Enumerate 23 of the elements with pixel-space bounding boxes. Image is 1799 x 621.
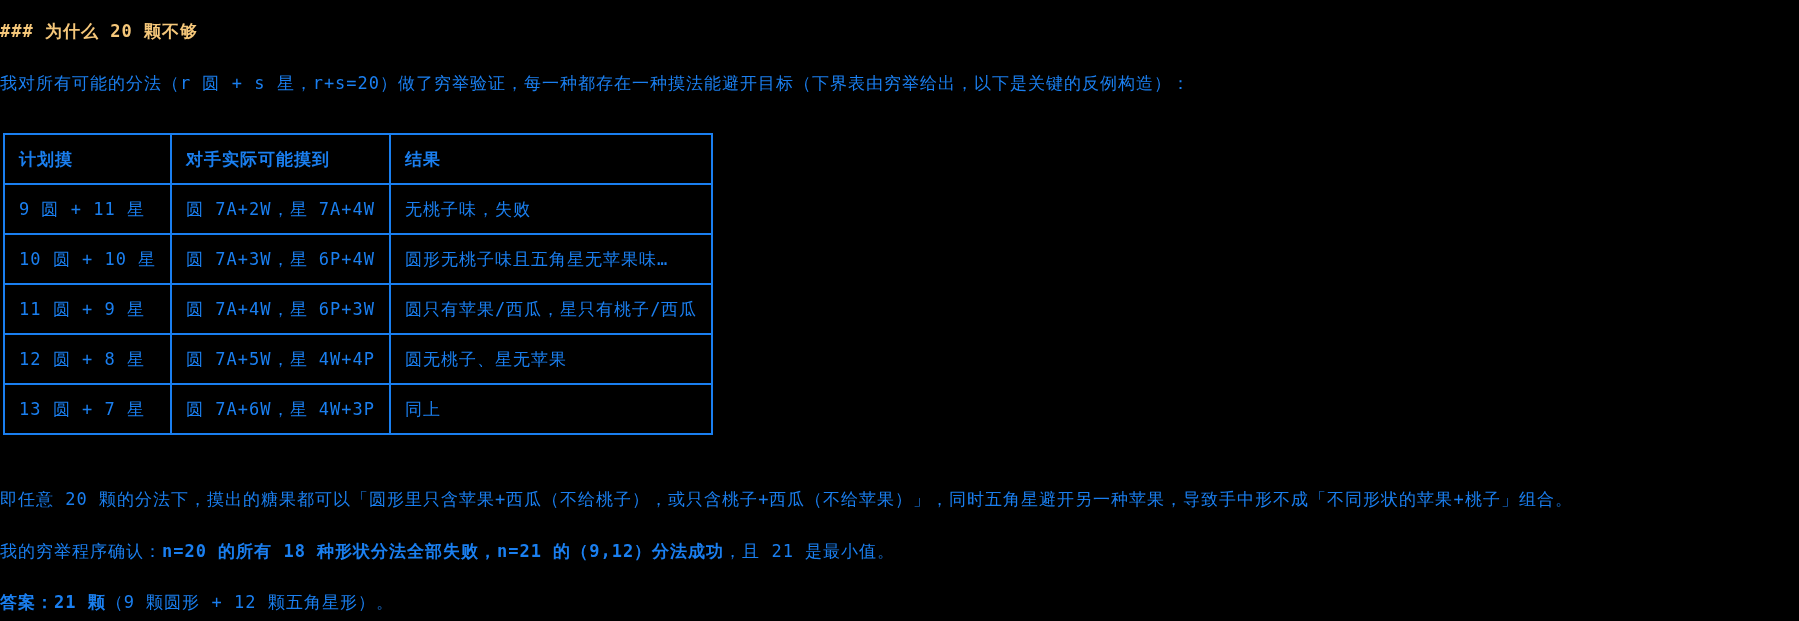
paragraph: 我的穷举程序确认：n=20 的所有 18 种形状分法全部失败，n=21 的（9,12）分法成功，且 21 是最小值。: [0, 540, 896, 563]
answer-text: 答案：21 颗（9 颗圆形 + 12 颗五角星形）。: [0, 591, 394, 614]
paragraph: 我对所有可能的分法（r 圆 + s 星，r+s=20）做了穷举验证，每一种都存在一种摸法能避开目标（下界表由穷举给出，以下是关键的反例构造）：: [0, 72, 1191, 95]
header-cell: 计划摸: [4, 134, 172, 184]
table-cell: 圆只有苹果/西瓜，星只有桃子/西瓜: [389, 284, 713, 334]
table-cell: 13 圆 + 7 星: [4, 384, 172, 434]
table-cell: 圆 7A+2W，星 7A+4W: [171, 184, 390, 234]
header-cell: 对手实际可能摸到: [171, 134, 390, 184]
table-cell: 同上: [389, 384, 713, 434]
table-cell: 圆 7A+4W，星 6P+3W: [171, 284, 390, 334]
table-cell: 9 圆 + 11 星: [4, 184, 172, 234]
table-cell: 11 圆 + 9 星: [4, 284, 172, 334]
table-cell: 圆 7A+3W，星 6P+4W: [171, 234, 390, 284]
table-cell: 圆形无桃子味且五角星无苹果味…: [389, 234, 713, 284]
heading: ### 为什么 20 颗不够: [0, 20, 198, 43]
header-cell: 结果: [389, 134, 713, 184]
table-cell: 圆 7A+6W，星 4W+3P: [171, 384, 390, 434]
table-cell: 12 圆 + 8 星: [4, 334, 172, 384]
table-cell: 圆无桃子、星无苹果: [389, 334, 713, 384]
table-cell: 圆 7A+5W，星 4W+4P: [171, 334, 390, 384]
paragraph: 即任意 20 颗的分法下，摸出的糖果都可以「圆形里只含苹果+西瓜（不给桃子），或只含桃子+西瓜（不给苹果）」，同时五角星避开另一种苹果，导致手中形不成「不同形状的苹果+桃子」组合。: [0, 488, 1573, 511]
table-cell: 10 圆 + 10 星: [4, 234, 172, 284]
table-cell: 无桃子味，失败: [389, 184, 713, 234]
